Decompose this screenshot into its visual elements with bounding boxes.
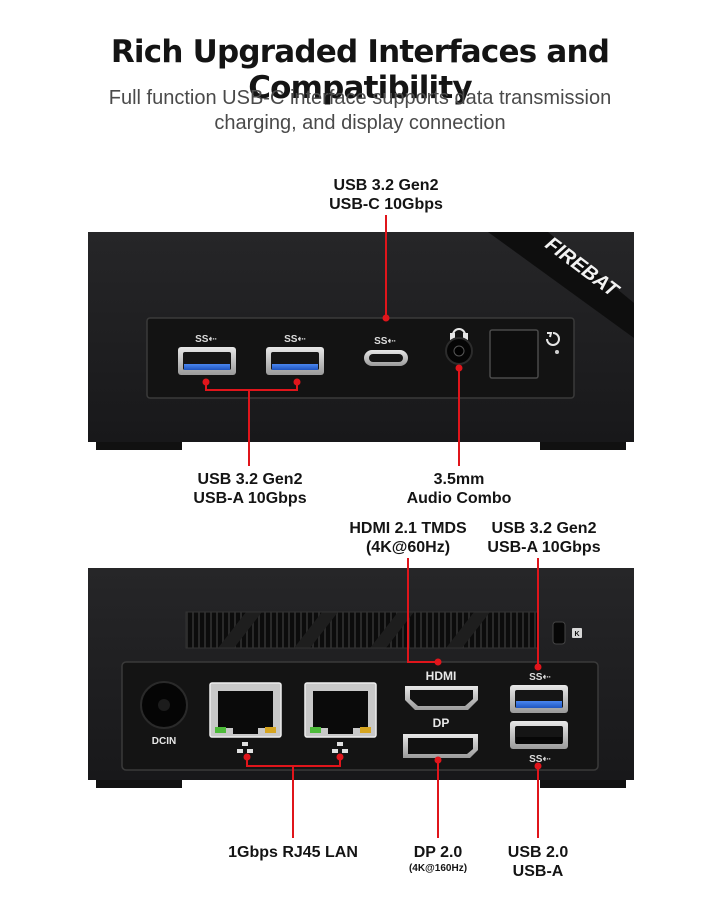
- hdmi-port-label: HDMI: [426, 669, 457, 683]
- hdmi-callout: HDMI 2.1 TMDS (4K@60Hz): [349, 520, 467, 556]
- usb-superspeed-icon: SS⇠: [529, 754, 551, 765]
- network-icon: [332, 742, 348, 753]
- rear-callout-lines: [246, 558, 539, 838]
- rear-foot-right: [540, 780, 626, 788]
- svg-text:K: K: [574, 631, 579, 638]
- rear-usb-a-port-usb2: [510, 721, 568, 749]
- front-callout-lines: [205, 215, 460, 466]
- usb-superspeed-icon: SS⇠: [374, 336, 396, 347]
- dp-port-label: DP: [433, 716, 450, 730]
- lock-slot: [552, 621, 566, 645]
- lan-port-1: [209, 682, 282, 738]
- rear-vent: [185, 611, 539, 649]
- usb2-callout: USB 2.0 USB-A: [507, 844, 569, 880]
- hdmi-port: [405, 686, 478, 710]
- brand-band: [488, 232, 634, 338]
- front-usb-a-port-2: [266, 347, 324, 375]
- lock-icon: K: [572, 628, 582, 638]
- rear-callout-dots: [243, 658, 542, 770]
- subheading-line-1: Full function USB-C interface supports d…: [108, 87, 612, 109]
- power-led: [555, 350, 559, 354]
- usb-superspeed-icon: SS⇠: [284, 334, 306, 345]
- lan-port-2: [304, 682, 377, 738]
- displayport-port: [403, 734, 478, 758]
- dp-callout: DP 2.0 (4K@160Hz): [408, 844, 468, 874]
- front-usb-a-callout: USB 3.2 Gen2 USB-A 10Gbps: [193, 471, 307, 507]
- lan-callout: 1Gbps RJ45 LAN: [228, 844, 358, 861]
- dcin-label: DCIN: [152, 736, 176, 747]
- rear-foot-left: [96, 780, 182, 788]
- usb-c-callout: USB 3.2 Gen2 USB-C 10Gbps: [329, 177, 443, 213]
- front-usb-c-port: [364, 350, 408, 366]
- front-foot-left: [96, 442, 182, 450]
- power-button: [489, 329, 539, 379]
- network-icon: [237, 742, 253, 753]
- front-usb-a-port-1: [178, 347, 236, 375]
- rear-unit: K DCIN: [88, 568, 634, 788]
- rear-usb-a-port-usb3: [510, 685, 568, 713]
- rear-usb3-callout: USB 3.2 Gen2 USB-A 10Gbps: [487, 520, 601, 556]
- usb-superspeed-icon: SS⇠: [529, 672, 551, 683]
- usb-superspeed-icon: SS⇠: [195, 334, 217, 345]
- subheading: Full function USB-C interface supports d…: [0, 86, 720, 136]
- audio-callout: 3.5mm Audio Combo: [406, 471, 512, 507]
- headline: Rich Upgraded Interfaces and Compatibili…: [110, 34, 610, 106]
- power-icon: [546, 332, 560, 346]
- front-unit: FIREBAT SS⇠ SS⇠ SS⇠: [88, 232, 634, 450]
- front-foot-right: [540, 442, 626, 450]
- front-audio-jack: [445, 337, 473, 365]
- dc-in-port: [140, 681, 188, 729]
- subheading-line-2: charging, and display connection: [214, 112, 506, 134]
- front-callout-dots: [202, 314, 463, 386]
